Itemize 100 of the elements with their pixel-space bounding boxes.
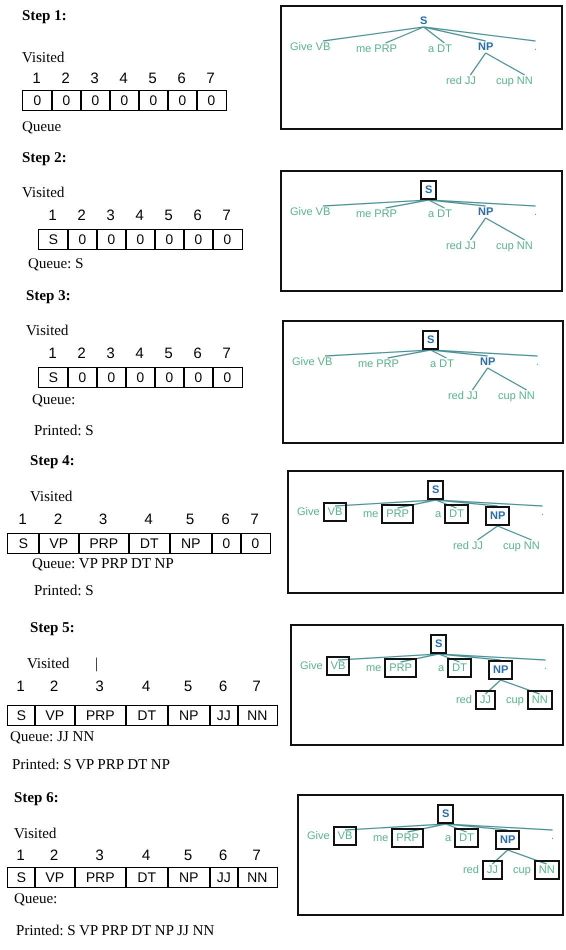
- tree-branch: [438, 653, 460, 663]
- array-cell: 0: [109, 90, 140, 111]
- highlighted-tag: NN: [526, 690, 553, 710]
- index-number: 4: [118, 70, 129, 87]
- index-number: 4: [140, 847, 152, 864]
- index-number: 7: [221, 345, 232, 362]
- index-number: 6: [218, 678, 228, 695]
- array-cell: DT: [125, 867, 168, 888]
- word-text: a: [445, 832, 452, 844]
- index-number: 7: [249, 511, 260, 528]
- index-number: 1: [15, 847, 26, 864]
- tree-branch: [430, 349, 447, 359]
- word-text: cup: [496, 75, 514, 87]
- tag-text: JJ: [466, 390, 478, 402]
- visited-label: Visited: [22, 50, 64, 67]
- index-number: 7: [205, 70, 216, 87]
- array-cell: 0: [125, 367, 156, 388]
- array-cell: 0: [183, 229, 214, 250]
- tag-text: VB: [316, 41, 330, 53]
- array-cell: 0: [22, 90, 52, 111]
- step-heading: Step 2:: [22, 150, 67, 167]
- step-heading: Step 5:: [30, 620, 75, 637]
- index-number: 2: [48, 847, 60, 864]
- tag-text: JJ: [472, 540, 483, 552]
- step-heading: Step 4:: [30, 453, 75, 470]
- array-cell: NP: [169, 533, 212, 554]
- cursor-mark: |: [95, 656, 98, 673]
- tree-panel: [287, 470, 564, 594]
- word-text: a: [428, 208, 434, 220]
- punctuation-label: .: [551, 830, 554, 842]
- index-number: 3: [89, 70, 100, 87]
- array-cell: 0: [167, 90, 198, 111]
- tree-panel: [290, 624, 564, 746]
- word-text: cup: [498, 390, 516, 402]
- printed-text: Printed: S VP PRP DT NP: [12, 757, 170, 774]
- index-number: 3: [94, 847, 105, 864]
- word-text: cup: [513, 864, 531, 876]
- array-cell: VP: [34, 705, 76, 726]
- highlighted-tag: DT: [444, 504, 469, 524]
- array-cell: S: [7, 867, 36, 888]
- tag-text: DT: [437, 43, 452, 55]
- tree-branch: [400, 653, 439, 663]
- array-cell: S: [7, 533, 40, 554]
- array-cell: 0: [125, 229, 156, 250]
- index-number: 4: [140, 678, 152, 695]
- word-text: red: [448, 390, 464, 402]
- index-number: 3: [105, 207, 116, 224]
- array-cell: 0: [154, 367, 184, 388]
- tag-text: VB: [316, 206, 330, 218]
- tree-branch: [428, 199, 486, 207]
- array-cell: 0: [212, 229, 242, 250]
- tag-text: PRP: [374, 43, 397, 55]
- index-number: 1: [17, 511, 28, 528]
- array-cell: 0: [67, 229, 98, 250]
- queue-text: Queue: VP PRP DT NP: [32, 556, 174, 573]
- index-number: 2: [76, 345, 87, 362]
- index-number: 2: [48, 678, 60, 695]
- index-number: 2: [76, 207, 87, 224]
- tree-panel: [280, 5, 563, 130]
- highlighted-tag: VB: [322, 502, 348, 522]
- visited-label: Visited: [14, 826, 56, 843]
- word-text: Give: [290, 41, 313, 53]
- array-cell: JJ: [209, 705, 238, 726]
- punctuation-label: .: [541, 506, 544, 518]
- highlighted-tag: VB: [326, 656, 350, 676]
- word-text: Give: [300, 660, 323, 672]
- array-cell: 0: [138, 90, 168, 111]
- tag-text: VB: [318, 356, 332, 368]
- array-cell: PRP: [74, 705, 126, 726]
- index-number: 2: [52, 511, 64, 528]
- highlighted-tag: DT: [454, 828, 479, 848]
- visited-label: Visited: [30, 489, 72, 506]
- array-cell: 0: [96, 367, 126, 388]
- array-cell: S: [7, 705, 36, 726]
- highlighted-phrase-label: S: [420, 180, 438, 200]
- index-number: 1: [47, 207, 58, 224]
- array-cell: VP: [34, 867, 76, 888]
- index-number: 5: [163, 345, 174, 362]
- tree-branch: [446, 823, 508, 831]
- visited-label: Visited: [26, 323, 68, 340]
- index-number: 3: [98, 511, 108, 528]
- array-cell: 0: [67, 367, 98, 388]
- array-cell: 0: [183, 367, 214, 388]
- array-cell: JJ: [209, 867, 238, 888]
- word-text: red: [446, 240, 462, 252]
- array-cell: 0: [211, 533, 242, 554]
- word-text: a: [438, 662, 444, 674]
- tree-branch: [385, 199, 429, 209]
- visited-label: Visited: [27, 656, 70, 673]
- queue-text: Queue:: [14, 891, 58, 908]
- word-text: me: [356, 208, 372, 220]
- tag-text: JJ: [464, 240, 476, 252]
- tree-branch: [507, 849, 547, 865]
- index-number: 6: [220, 511, 231, 528]
- tree-branch: [430, 349, 488, 357]
- highlighted-phrase-label: S: [422, 330, 440, 350]
- word-text: Give: [297, 506, 320, 518]
- index-number: 5: [184, 511, 196, 528]
- printed-text: Printed: S VP PRP DT NP JJ NN: [16, 923, 214, 940]
- tree-branch: [445, 823, 467, 833]
